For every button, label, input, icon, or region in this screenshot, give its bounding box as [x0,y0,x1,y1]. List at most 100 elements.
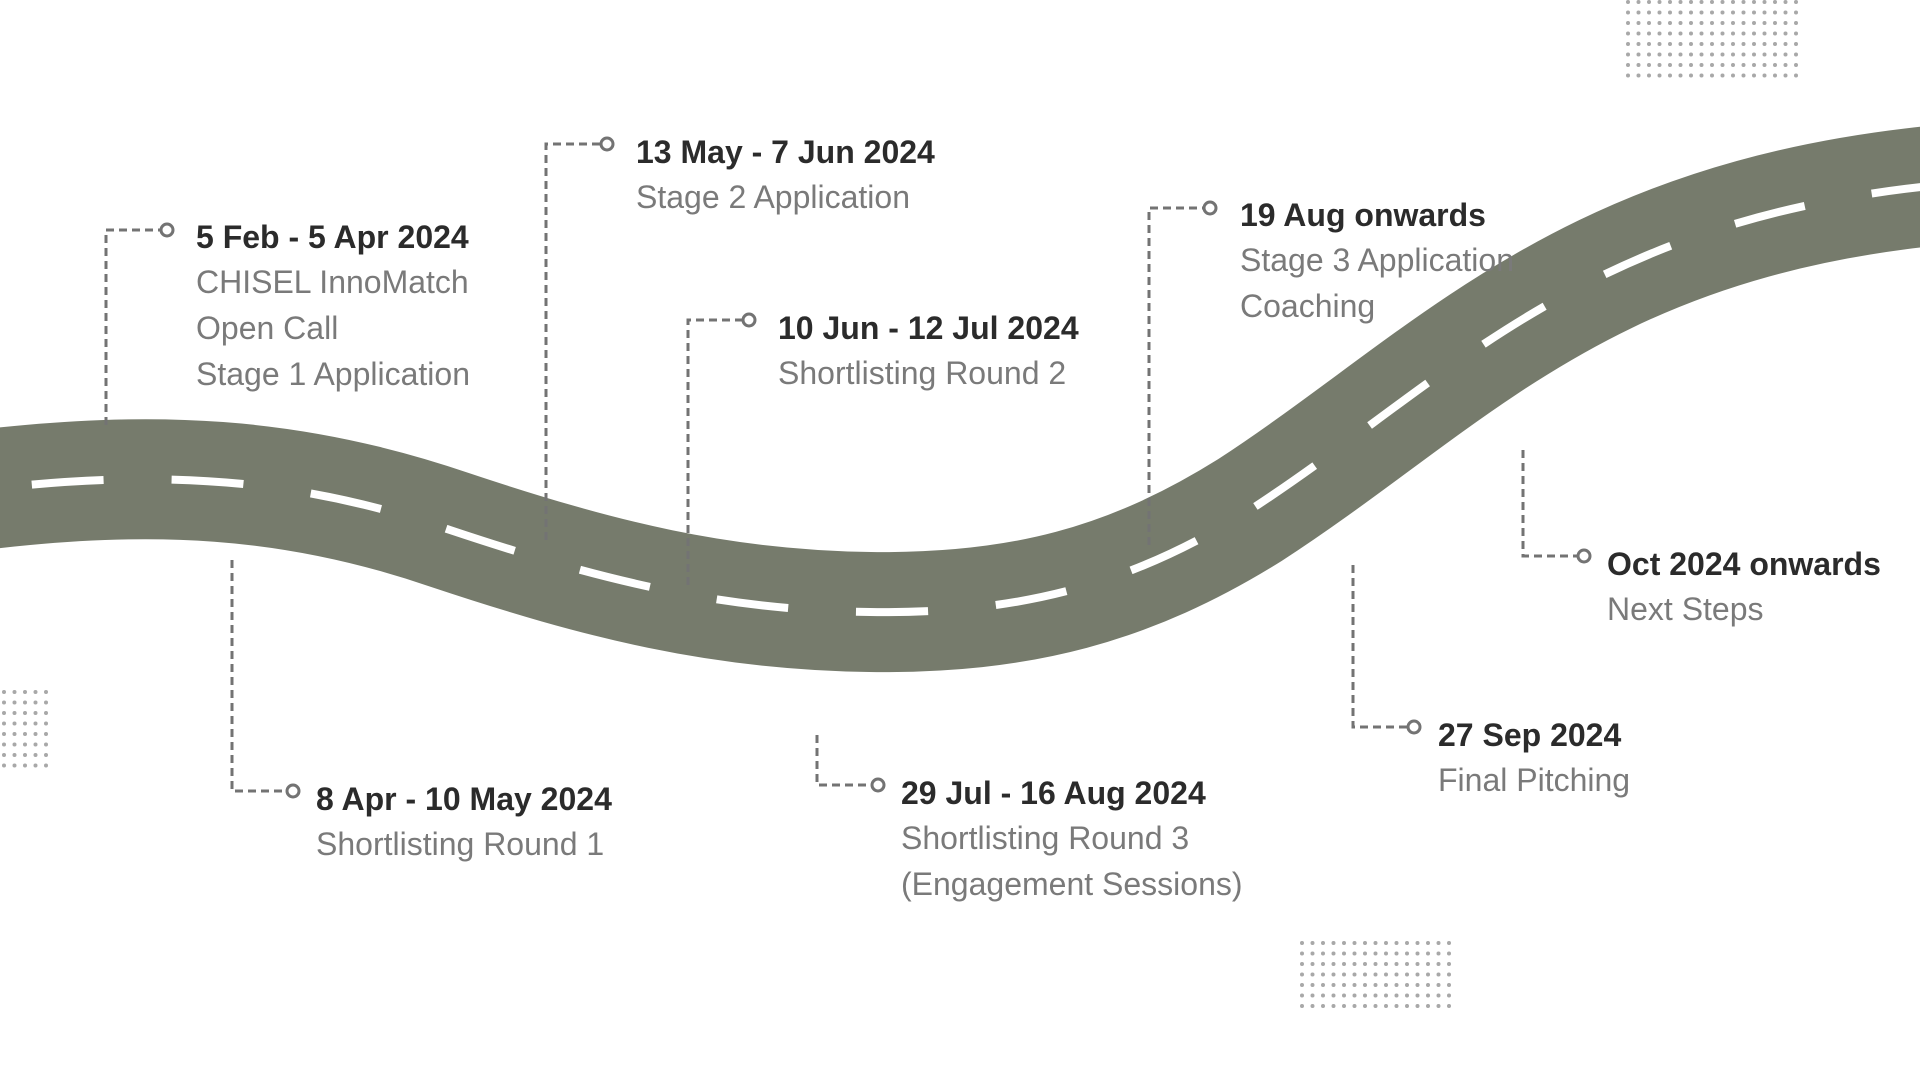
decorative-dot [1699,52,1704,57]
decorative-dot [1415,962,1420,966]
decorative-dot [1394,993,1399,998]
milestone-description-line: Stage 2 Application [636,179,910,215]
decorative-dot [1310,993,1315,998]
decorative-dot [1352,972,1357,977]
milestone-description-line: CHISEL InnoMatch [196,264,469,300]
decorative-dot [1363,1004,1367,1008]
decorative-dot [1415,941,1420,945]
decorative-dot [1300,972,1304,977]
decorative-dot [1762,42,1767,46]
decorative-dot [33,742,38,747]
decorative-dot [1731,73,1735,78]
decorative-dot [1363,983,1367,987]
decorative-dot [1352,962,1357,966]
decorative-dot [1447,972,1451,977]
decorative-dot [1300,951,1304,956]
decorative-dot [1783,0,1788,4]
decorative-dot [1741,52,1746,57]
decorative-dot [1363,993,1367,998]
decorative-dot [1331,993,1336,998]
decorative-dot [1384,993,1388,998]
connector-line-4 [686,318,742,585]
decorative-dot [1731,42,1735,46]
decorative-dot [1657,73,1662,78]
decorative-dot [1657,21,1662,25]
decorative-dot [1415,983,1420,987]
decorative-dot [12,763,17,768]
milestone-3: 13 May - 7 Jun 2024 Stage 2 Application [636,130,935,220]
decorative-dot [1710,73,1714,78]
decorative-dot [1363,951,1367,956]
decorative-dot [1720,10,1725,15]
decorative-dot [1752,21,1756,25]
decorative-dot [1384,972,1388,977]
decorative-dot [1310,941,1315,945]
decorative-dot [23,732,27,736]
decorative-dot [1783,73,1788,78]
decorative-dot [1741,10,1746,15]
decorative-dot [1331,972,1336,977]
milestone-date: 10 Jun - 12 Jul 2024 [778,310,1079,346]
decorative-dot [1405,1004,1409,1008]
decorative-dot [1321,983,1325,987]
milestone-description-line: Stage 1 Application [196,356,470,392]
decorative-dot [1342,983,1346,987]
decorative-dot [1447,983,1451,987]
decorative-dot [1426,972,1430,977]
decorative-dot [44,732,48,736]
decorative-dot [1689,63,1693,67]
decorative-dot [1741,0,1746,4]
decorative-dot [1394,1004,1399,1008]
decorative-dot [1741,63,1746,67]
decorative-dot [23,721,27,726]
decorative-dot [1720,52,1725,57]
decorative-dot [1636,10,1641,15]
decorative-dot [1321,993,1325,998]
decorative-dot [1647,42,1651,46]
decorative-dot [1647,63,1651,67]
decorative-dot [1647,73,1651,78]
decorative-dot [44,742,48,747]
connector-line-3 [544,142,600,540]
decorative-dot [1373,941,1378,945]
decorative-dot [1331,1004,1336,1008]
decorative-dot [23,700,27,705]
decorative-dot [1384,951,1388,956]
decorative-dot [44,711,48,715]
decorative-dot [1626,31,1630,36]
decorative-dot [1794,52,1798,57]
milestone-date: 19 Aug onwards [1240,197,1486,233]
decorative-dot [1741,42,1746,46]
connector-end-2 [285,783,301,799]
decorative-dot [1752,42,1756,46]
decorative-dot [1720,31,1725,36]
decorative-dot [1447,1004,1451,1008]
decorative-dot [1752,73,1756,78]
decorative-dot [23,711,27,715]
decorative-dot [1331,983,1336,987]
milestone-description-line: Shortlisting Round 3 [901,820,1190,856]
decorative-dot [1394,962,1399,966]
decorative-dot [1321,1004,1325,1008]
decorative-dot [2,763,6,768]
connector-line-5 [815,735,871,787]
decorative-dot [1794,42,1798,46]
decorative-dot [2,753,6,757]
decorative-dot [1373,951,1378,956]
decorative-dot [1394,941,1399,945]
decorative-dot [1405,962,1409,966]
decorative-dot [1447,941,1451,945]
decorative-dot [1689,73,1693,78]
decorative-dot [1752,10,1756,15]
dot-grid-left [2,690,48,768]
connector-end-3 [599,136,615,152]
decorative-dot [44,753,48,757]
connector-end-6 [1202,200,1218,216]
decorative-dot [1626,63,1630,67]
decorative-dot [2,742,6,747]
decorative-dot [1741,31,1746,36]
milestone-2: 8 Apr - 10 May 2024 Shortlisting Round 1 [316,777,612,867]
decorative-dot [1668,63,1672,67]
decorative-dot [1405,972,1409,977]
